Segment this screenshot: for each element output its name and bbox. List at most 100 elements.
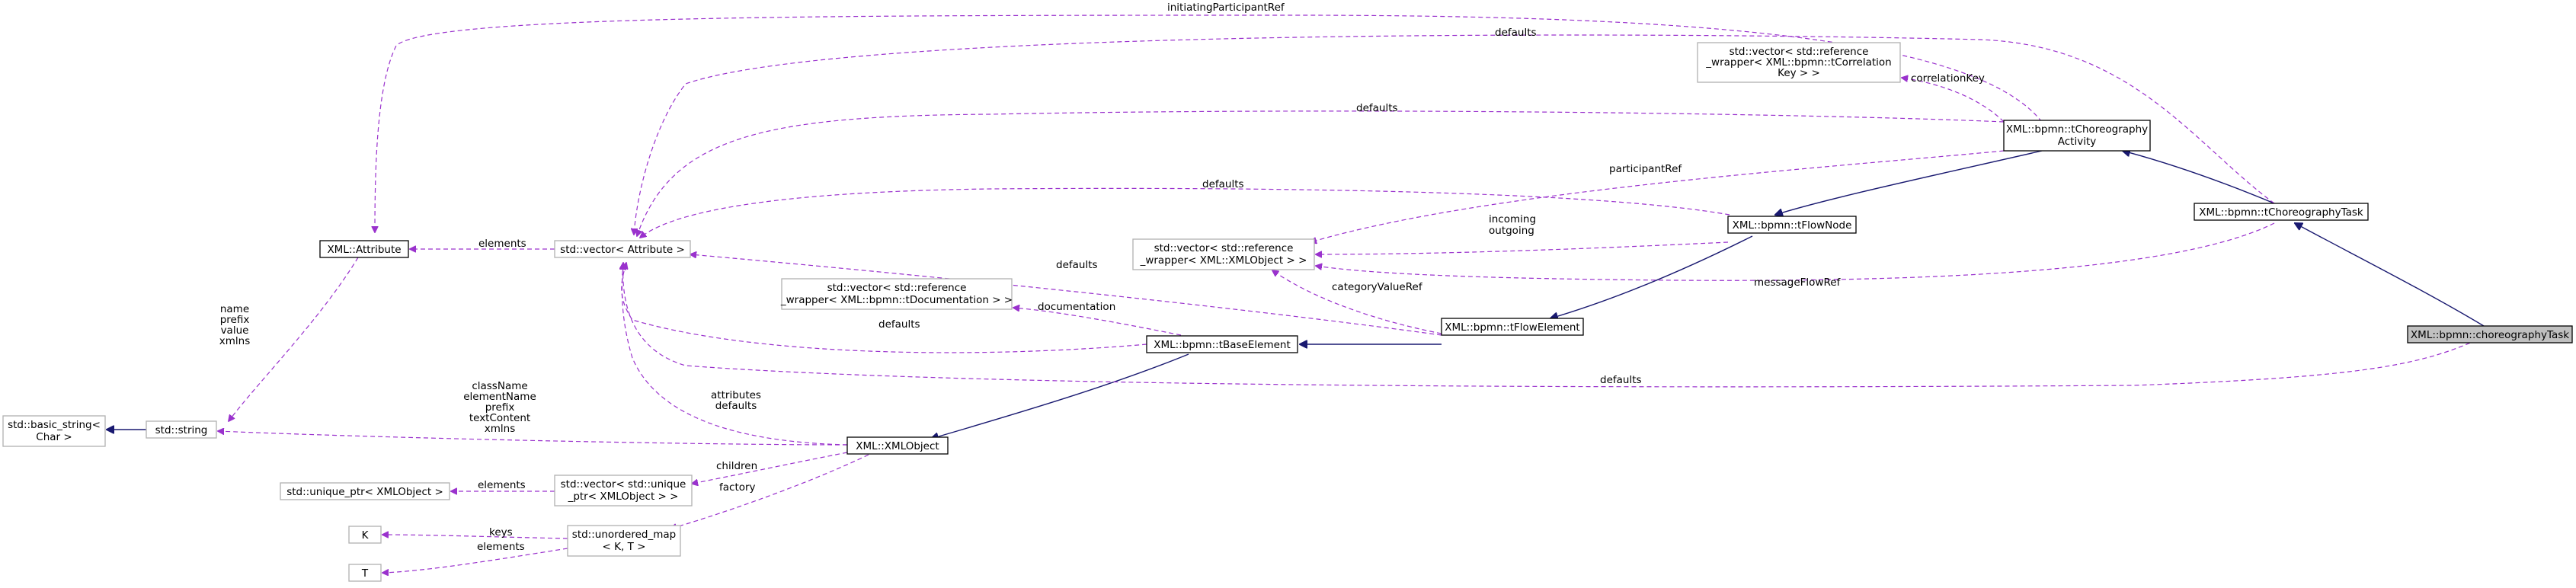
label-factory: factory	[719, 481, 756, 494]
label-elements-attribute: elements	[478, 238, 526, 250]
edge-use-incoming-outgoing	[1316, 241, 1729, 254]
label-initiatingparticipantref: initiatingParticipantRef	[1167, 2, 1285, 14]
edge-inherit-tchoreographytask-activity	[2123, 151, 2275, 204]
node-unordered-map[interactable]: std::unordered_map < K, T >	[567, 525, 681, 557]
label-elements-unique: elements	[478, 479, 526, 491]
node-vector-ref-correlation-line1: std::vector< std::reference	[1730, 46, 1869, 58]
node-basic-string-line1: std::basic_string<	[8, 419, 101, 431]
label-elements-map: elements	[477, 541, 525, 553]
label-defaults-activity: defaults	[1356, 102, 1398, 114]
node-tflownode-label: XML::bpmn::tFlowNode	[1733, 219, 1852, 232]
label-incoming: incoming	[1489, 213, 1536, 225]
node-unordered-map-line2: < K, T >	[603, 541, 646, 553]
label-categoryvalueref: categoryValueRef	[1332, 281, 1423, 293]
edge-use-string-fields	[218, 431, 848, 446]
node-xmlobject-label: XML::XMLObject	[856, 440, 939, 452]
label-defaults-task: defaults	[1600, 374, 1642, 386]
node-t[interactable]: T	[348, 564, 382, 582]
node-tchoreographytask-label: XML::bpmn::tChoreographyTask	[2199, 206, 2363, 219]
edge-inherit-choreographytask-tchoreographytask	[2295, 223, 2485, 327]
edge-inherit-baseelement-xmlobject	[931, 353, 1189, 439]
node-vector-ref-documentation[interactable]: std::vector< std::reference _wrapper< XM…	[780, 278, 1013, 310]
label-keys: keys	[489, 526, 513, 538]
node-tflowelement[interactable]: XML::bpmn::tFlowElement	[1441, 318, 1584, 336]
node-tchoreographytask[interactable]: XML::bpmn::tChoreographyTask	[2194, 203, 2369, 221]
label-attributes: attributes	[711, 389, 761, 401]
node-vector-ref-correlation-line3: Key > >	[1778, 67, 1820, 79]
label-attr-value: value	[221, 324, 249, 337]
node-vector-unique-ptr[interactable]: std::vector< std::unique _ptr< XMLObject…	[554, 475, 693, 507]
edge-inherit-activity-flownode	[1775, 150, 2043, 215]
label-defaults-flownode: defaults	[1202, 178, 1244, 190]
label-messageflowref: messageFlowRef	[1754, 276, 1842, 289]
node-vector-ref-documentation-line1: std::vector< std::reference	[827, 282, 967, 294]
label-defaults-flowelement: defaults	[1056, 259, 1098, 271]
edge-use-attributes-defaults	[622, 264, 848, 446]
node-unordered-map-line1: std::unordered_map	[572, 529, 676, 541]
node-std-string-label: std::string	[155, 424, 208, 436]
nodes: XML::bpmn::choreographyTask XML::bpmn::t…	[2, 42, 2573, 582]
label-participantref: participantRef	[1609, 163, 1682, 175]
edge-use-correlationkey	[1902, 78, 2005, 123]
node-k[interactable]: K	[348, 526, 382, 544]
node-std-string[interactable]: std::string	[146, 420, 217, 439]
label-attr-prefix: prefix	[220, 314, 250, 326]
node-choreographytask-label: XML::bpmn::choreographyTask	[2411, 329, 2569, 341]
label-string-classname: className	[472, 380, 527, 392]
node-choreographytask[interactable]: XML::bpmn::choreographyTask	[2407, 325, 2573, 344]
node-basic-string[interactable]: std::basic_string< Char >	[2, 415, 106, 447]
node-tbaseelement[interactable]: XML::bpmn::tBaseElement	[1146, 335, 1298, 353]
node-vector-ref-xmlobject[interactable]: std::vector< std::reference _wrapper< XM…	[1132, 238, 1315, 270]
node-vector-unique-ptr-line1: std::vector< std::unique	[561, 478, 686, 491]
label-defaults-top: defaults	[1495, 27, 1537, 39]
node-tbaseelement-label: XML::bpmn::tBaseElement	[1154, 339, 1291, 351]
label-correlationkey: correlationKey	[1911, 72, 1985, 85]
node-tflownode[interactable]: XML::bpmn::tFlowNode	[1727, 216, 1857, 234]
label-defaults-xmlobject: defaults	[715, 400, 757, 412]
node-vector-unique-ptr-line2: _ptr< XMLObject > >	[568, 491, 679, 503]
node-unique-ptr[interactable]: std::unique_ptr< XMLObject >	[280, 482, 450, 500]
edge-inherit-flownode-flowelement	[1550, 235, 1753, 318]
edge-use-children	[692, 452, 848, 484]
node-k-label: K	[362, 529, 370, 542]
node-xmlobject[interactable]: XML::XMLObject	[846, 436, 949, 455]
node-attribute[interactable]: XML::Attribute	[319, 240, 409, 258]
label-attr-name: name	[220, 303, 249, 315]
edge-use-defaults-task	[623, 263, 2485, 388]
label-string-textcontent: textContent	[469, 412, 530, 424]
label-children: children	[716, 460, 757, 472]
edges	[107, 14, 2485, 573]
node-attribute-label: XML::Attribute	[327, 244, 401, 256]
node-vector-ref-xmlobject-line1: std::vector< std::reference	[1154, 242, 1294, 254]
node-tchoreographyactivity-line2: Activity	[2058, 136, 2097, 148]
edge-use-defaults-top	[634, 34, 2275, 235]
node-t-label: T	[361, 567, 369, 580]
label-attr-xmlns: xmlns	[219, 335, 250, 347]
node-basic-string-line2: Char >	[36, 431, 72, 443]
label-documentation: documentation	[1038, 301, 1115, 313]
label-defaults-base: defaults	[878, 318, 920, 331]
edge-use-participantref	[1310, 150, 2005, 242]
node-unique-ptr-label: std::unique_ptr< XMLObject >	[286, 486, 443, 498]
edge-use-factory	[670, 454, 869, 529]
node-tchoreographyactivity-line1: XML::bpmn::tChoreography	[2006, 123, 2148, 136]
node-tflowelement-label: XML::bpmn::tFlowElement	[1445, 321, 1579, 334]
label-outgoing: outgoing	[1489, 225, 1534, 237]
edge-use-elements-map	[382, 548, 568, 573]
node-tchoreographyactivity[interactable]: XML::bpmn::tChoreography Activity	[2003, 120, 2151, 152]
edge-use-defaults-flownode	[640, 187, 1730, 238]
edge-labels: initiatingParticipantRef defaults correl…	[219, 2, 1985, 553]
edge-use-categoryvalueref	[1272, 270, 1442, 334]
edge-use-defaults-activity	[637, 110, 2005, 236]
edge-use-keys	[382, 535, 568, 539]
node-vector-ref-documentation-line2: _wrapper< XML::bpmn::tDocumentation > >	[780, 294, 1013, 306]
node-vector-attribute-label: std::vector< Attribute >	[560, 244, 685, 256]
label-string-elementname: elementName	[463, 391, 536, 403]
edge-use-defaults-flowelement	[690, 254, 1442, 336]
node-vector-attribute[interactable]: std::vector< Attribute >	[554, 240, 691, 258]
node-vector-ref-correlation[interactable]: std::vector< std::reference _wrapper< XM…	[1697, 42, 1901, 83]
node-vector-ref-correlation-line2: _wrapper< XML::bpmn::tCorrelation	[1705, 56, 1891, 69]
edge-use-documentation	[1013, 308, 1182, 336]
label-string-prefix: prefix	[485, 401, 515, 414]
